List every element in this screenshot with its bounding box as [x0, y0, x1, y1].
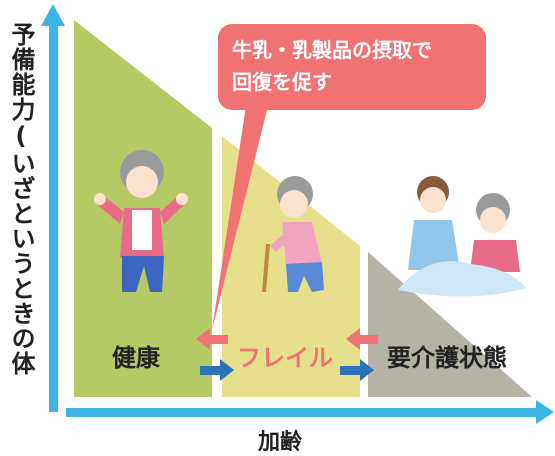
recovery-arrow-right: [346, 328, 378, 350]
callout-text: 牛乳・乳製品の摂取で 回復を促す: [232, 34, 472, 98]
stage-label-frail: フレイル: [237, 344, 333, 372]
recovery-arrow-left: [196, 328, 228, 350]
stage-label-care: 要介護状態: [387, 344, 507, 372]
x-axis: [66, 400, 554, 424]
y-axis-label: 予備能力(いざというときの体力): [0, 22, 35, 376]
x-axis-label: 加齢: [258, 430, 303, 455]
callout-line-2: 回復を促す: [232, 70, 332, 94]
person-with-cane-icon: [262, 176, 324, 293]
person-cheering-icon: [94, 150, 188, 292]
progression-arrow-right: [340, 359, 374, 381]
progression-arrow-left: [200, 359, 234, 381]
y-axis: [41, 4, 65, 412]
callout-line-1: 牛乳・乳製品の摂取で: [232, 38, 432, 62]
caregiver-with-patient-icon: [398, 176, 526, 297]
stage-label-healthy: 健康: [112, 344, 160, 372]
callout-bubble: [212, 24, 486, 330]
